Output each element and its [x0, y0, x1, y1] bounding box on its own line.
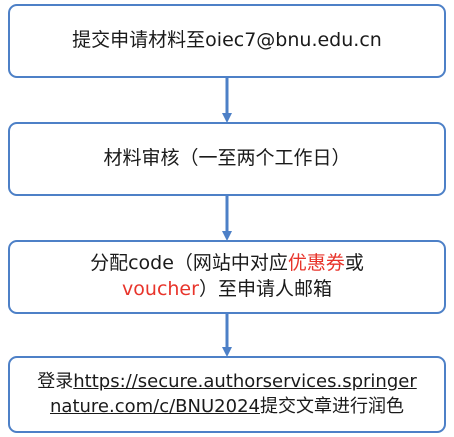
step-4-submit-text: 提交文章进行润色: [259, 395, 404, 417]
step-3-line-2-text: ）至申请人邮箱: [198, 278, 332, 300]
step-review-materials: 材料审核（一至两个工作日）: [8, 122, 446, 196]
step-4-login-label: 登录: [37, 371, 74, 393]
springer-url-link-part-1[interactable]: https://secure.authorservices.springer: [73, 371, 417, 393]
step-submit-materials: 提交申请材料至oiec7@bnu.edu.cn: [8, 4, 446, 78]
springer-url-link-part-2[interactable]: nature.com/c/BNU2024: [50, 395, 260, 417]
step-login-submit: 登录https://secure.authorservices.springer…: [8, 356, 446, 433]
step-1-text: 提交申请材料至oiec7@bnu.edu.cn: [72, 29, 382, 52]
step-3-line-1-text-b: 或: [344, 252, 364, 275]
step-3-line-2: voucher）至申请人邮箱: [122, 277, 332, 303]
coupon-highlight: 优惠券: [287, 252, 345, 275]
step-assign-code: 分配code（网站中对应优惠券或 voucher）至申请人邮箱: [8, 240, 446, 314]
step-3-line-1-text-a: 分配code（网站中对应: [90, 252, 288, 275]
step-3-line-1: 分配code（网站中对应优惠券或: [90, 251, 364, 277]
step-4-line-2: nature.com/c/BNU2024提交文章进行润色: [50, 395, 404, 419]
step-4-line-1: 登录https://secure.authorservices.springer: [37, 370, 417, 394]
voucher-highlight: voucher: [122, 278, 199, 300]
step-2-text: 材料审核（一至两个工作日）: [103, 147, 351, 170]
